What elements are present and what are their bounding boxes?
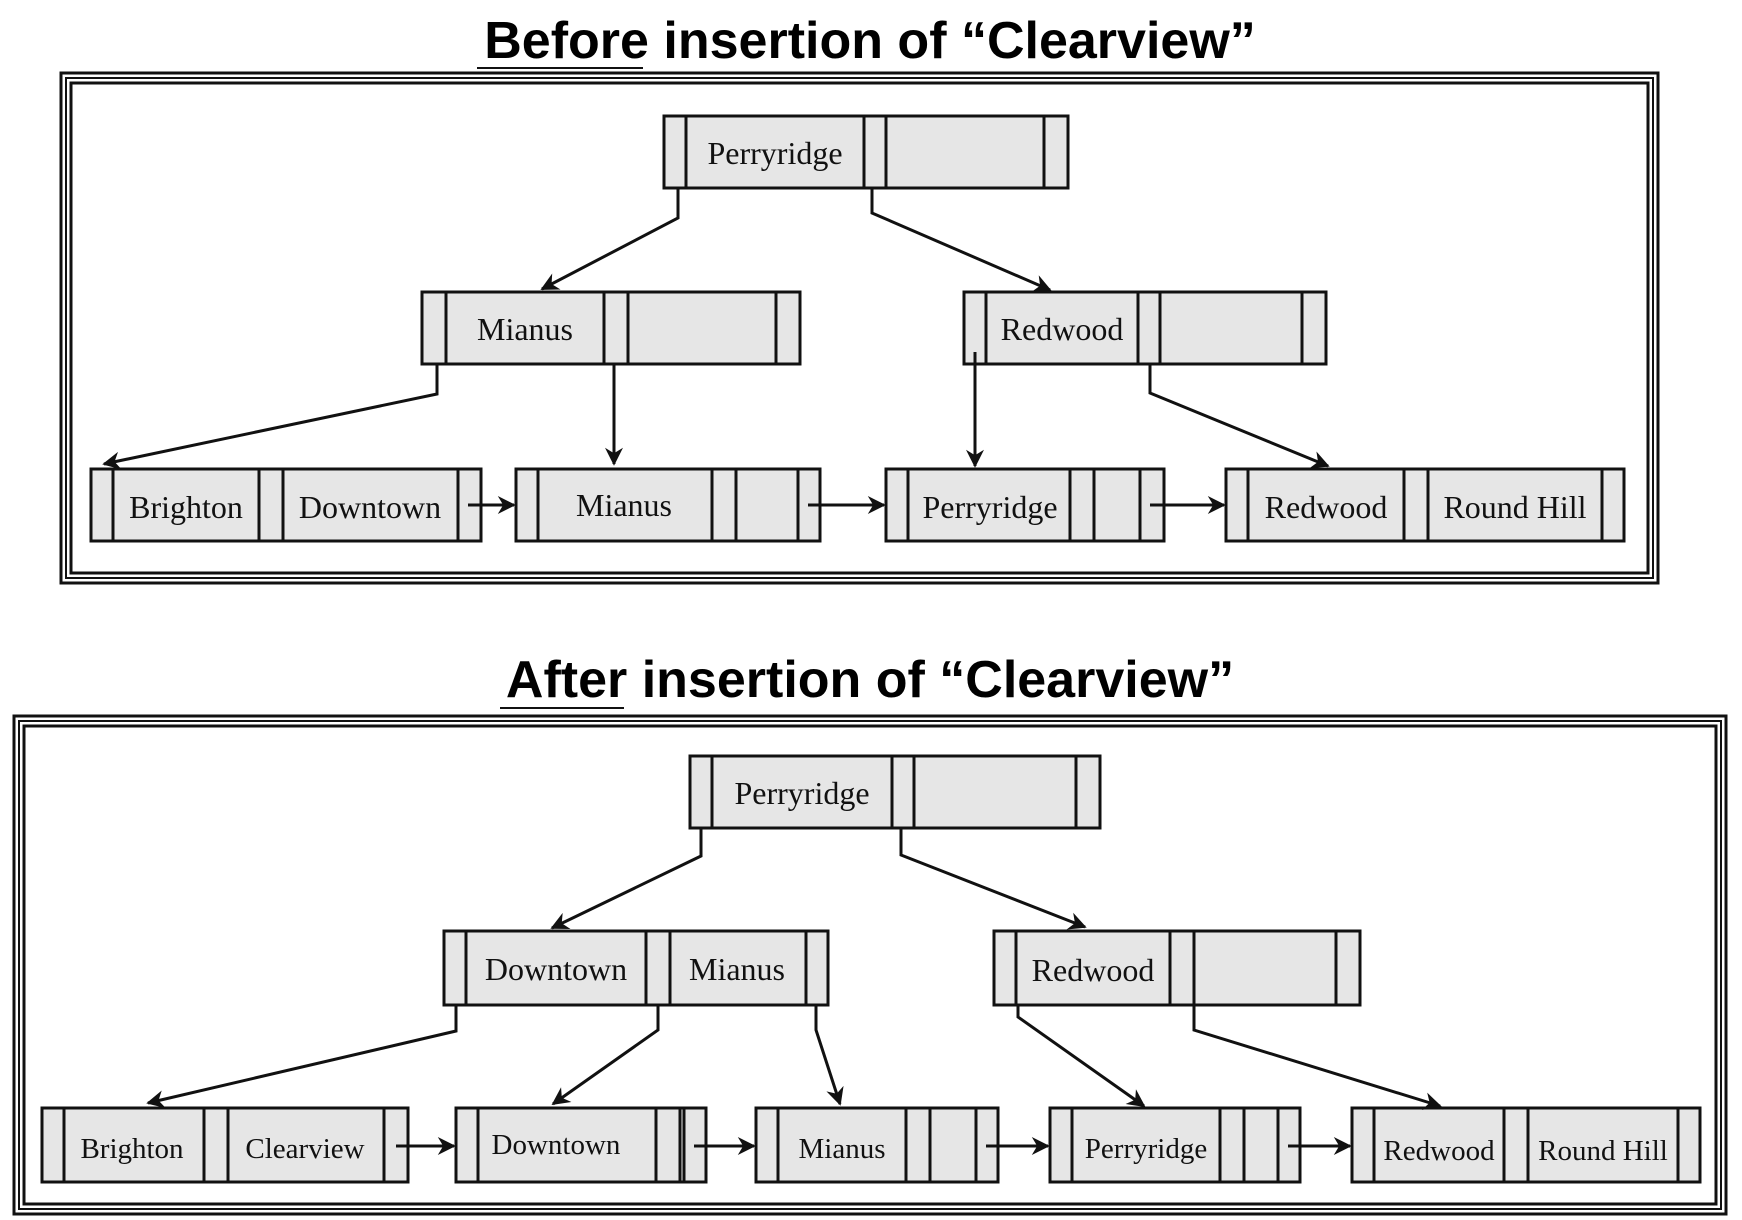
node-key: Mianus	[477, 311, 573, 347]
node-key: Downtown	[299, 489, 441, 525]
tree-edge	[551, 1005, 660, 1106]
title-emphasis: Before	[484, 12, 649, 70]
panel-after: After insertion of “Clearview” Perryridg…	[12, 651, 1728, 1216]
panel-title-after: After insertion of “Clearview”	[506, 651, 1234, 709]
tree-node-leaf: Mianus	[754, 1106, 1000, 1184]
tree-node-leaf: Brighton Clearview	[40, 1106, 410, 1184]
tree-node-leaf: Downtown	[454, 1106, 708, 1184]
title-emphasis: After	[506, 651, 627, 709]
node-key: Redwood	[1001, 311, 1124, 347]
tree-node-internal: Mianus	[420, 290, 802, 366]
tree-edge	[870, 188, 1052, 292]
tree-node-leaf: Redwood Round Hill	[1350, 1106, 1702, 1184]
tree-node-leaf: Perryridge	[884, 467, 1166, 543]
node-key: Clearview	[245, 1133, 364, 1165]
tree-edge	[1148, 364, 1330, 469]
node-key: Round Hill	[1538, 1135, 1668, 1167]
panel-before: Before insertion of “Clearview” Perryrid…	[59, 12, 1660, 585]
node-key: Perryridge	[1085, 1133, 1207, 1165]
tree-node-leaf: Perryridge	[1048, 1106, 1302, 1184]
tree-edge	[540, 188, 680, 291]
tree-edge	[1192, 992, 1442, 1110]
tree-node-leaf: Mianus	[514, 467, 822, 543]
tree-edge	[899, 828, 1087, 930]
node-key: Perryridge	[734, 775, 869, 811]
tree-edge	[146, 1005, 458, 1109]
title-rest: insertion of “Clearview”	[649, 12, 1256, 70]
node-key: Round Hill	[1443, 489, 1586, 525]
node-key: Brighton	[129, 489, 243, 525]
node-key: Redwood	[1032, 952, 1155, 988]
tree-node-root: Perryridge	[688, 754, 1102, 830]
node-key: Mianus	[576, 487, 672, 523]
title-rest: insertion of “Clearview”	[627, 651, 1234, 709]
node-key: Mianus	[689, 951, 785, 987]
node-key: Mianus	[799, 1133, 886, 1165]
tree-node-internal: Redwood	[962, 290, 1328, 366]
tree-edge	[1016, 1005, 1146, 1108]
node-key: Perryridge	[707, 135, 842, 171]
node-key: Redwood	[1265, 489, 1388, 525]
tree-node-internal: Downtown Mianus	[442, 929, 830, 1007]
tree-edge	[102, 364, 439, 470]
tree-edge	[814, 1005, 844, 1106]
node-key: Perryridge	[922, 489, 1057, 525]
tree-node-root: Perryridge	[662, 114, 1070, 190]
node-key: Redwood	[1383, 1135, 1495, 1167]
tree-node-leaf: Brighton Downtown	[89, 467, 483, 543]
panel-frame	[59, 71, 1660, 585]
tree-node-internal: Redwood	[992, 929, 1362, 1007]
tree-edge	[550, 828, 703, 930]
panel-frame	[12, 714, 1728, 1216]
node-key: Brighton	[80, 1133, 184, 1165]
panel-title-before: Before insertion of “Clearview”	[484, 12, 1256, 70]
tree-node-leaf: Redwood Round Hill	[1224, 467, 1626, 543]
node-key: Downtown	[492, 1129, 621, 1161]
node-key: Downtown	[485, 951, 627, 987]
